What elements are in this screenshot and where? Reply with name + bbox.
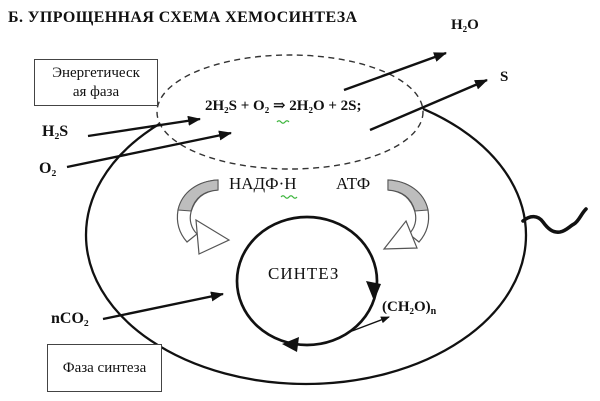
cycle-arrowhead-right <box>366 281 381 301</box>
block-arrow-nadph-head <box>195 218 231 255</box>
block-arrow-nadph-gray <box>177 179 219 212</box>
membrane-gap <box>446 321 467 342</box>
synthesis-label: СИНТЕЗ <box>268 264 340 283</box>
sulfur-label: S <box>500 69 509 85</box>
synthesis-cycle-circle <box>235 215 379 347</box>
arrow-h2o-output <box>343 51 447 92</box>
energy-phase-label-line1: Энергетическ <box>52 64 140 81</box>
arrow-co2-input <box>102 291 224 321</box>
synthesis-phase-label: Фаза синтеза <box>62 359 147 376</box>
block-arrow-atp-head <box>382 219 418 250</box>
spellcheck-squiggle-reaction <box>276 120 290 124</box>
atp-label: АТФ <box>336 174 371 193</box>
carbohydrate-label-sub: n <box>430 306 437 317</box>
energy-phase-label-line2: ая фаза <box>72 83 120 100</box>
carbohydrate-label-base: (CH₂O) <box>382 299 431 315</box>
oxygen-label: O₂ <box>39 160 57 177</box>
nadph-label: НАДФ·Н <box>229 174 297 193</box>
hydrogen-sulfide-label: H₂S <box>42 123 69 140</box>
cycle-arrowhead-bottom <box>282 337 299 352</box>
synthesis-phase-box: Фаза синтеза <box>47 344 162 392</box>
water-label: H₂O <box>451 17 479 33</box>
block-arrow-atp <box>382 179 430 250</box>
energy-zone-dashed-ellipse <box>156 54 424 170</box>
block-arrow-atp-gray <box>387 179 429 212</box>
block-arrow-nadph <box>176 179 231 255</box>
carbohydrate-label: (CH₂O)n <box>382 299 436 317</box>
arrow-sulfur-output <box>369 78 488 132</box>
reaction-equation: 2H₂S + O₂ ⇒ 2H₂O + 2S; <box>205 98 362 114</box>
arrow-carbohydrate-output <box>351 316 390 332</box>
carbon-dioxide-label: nCO₂ <box>51 310 89 327</box>
energy-phase-box: Энергетическ ая фаза <box>34 59 158 106</box>
spellcheck-squiggle-nadph <box>280 195 298 199</box>
page-title: Б. УПРОЩЕННАЯ СХЕМА ХЕМОСИНТЕЗА <box>8 9 358 26</box>
flagellum <box>521 207 588 234</box>
arrow-o2-input <box>66 130 232 169</box>
arrow-h2s-input <box>87 115 201 138</box>
